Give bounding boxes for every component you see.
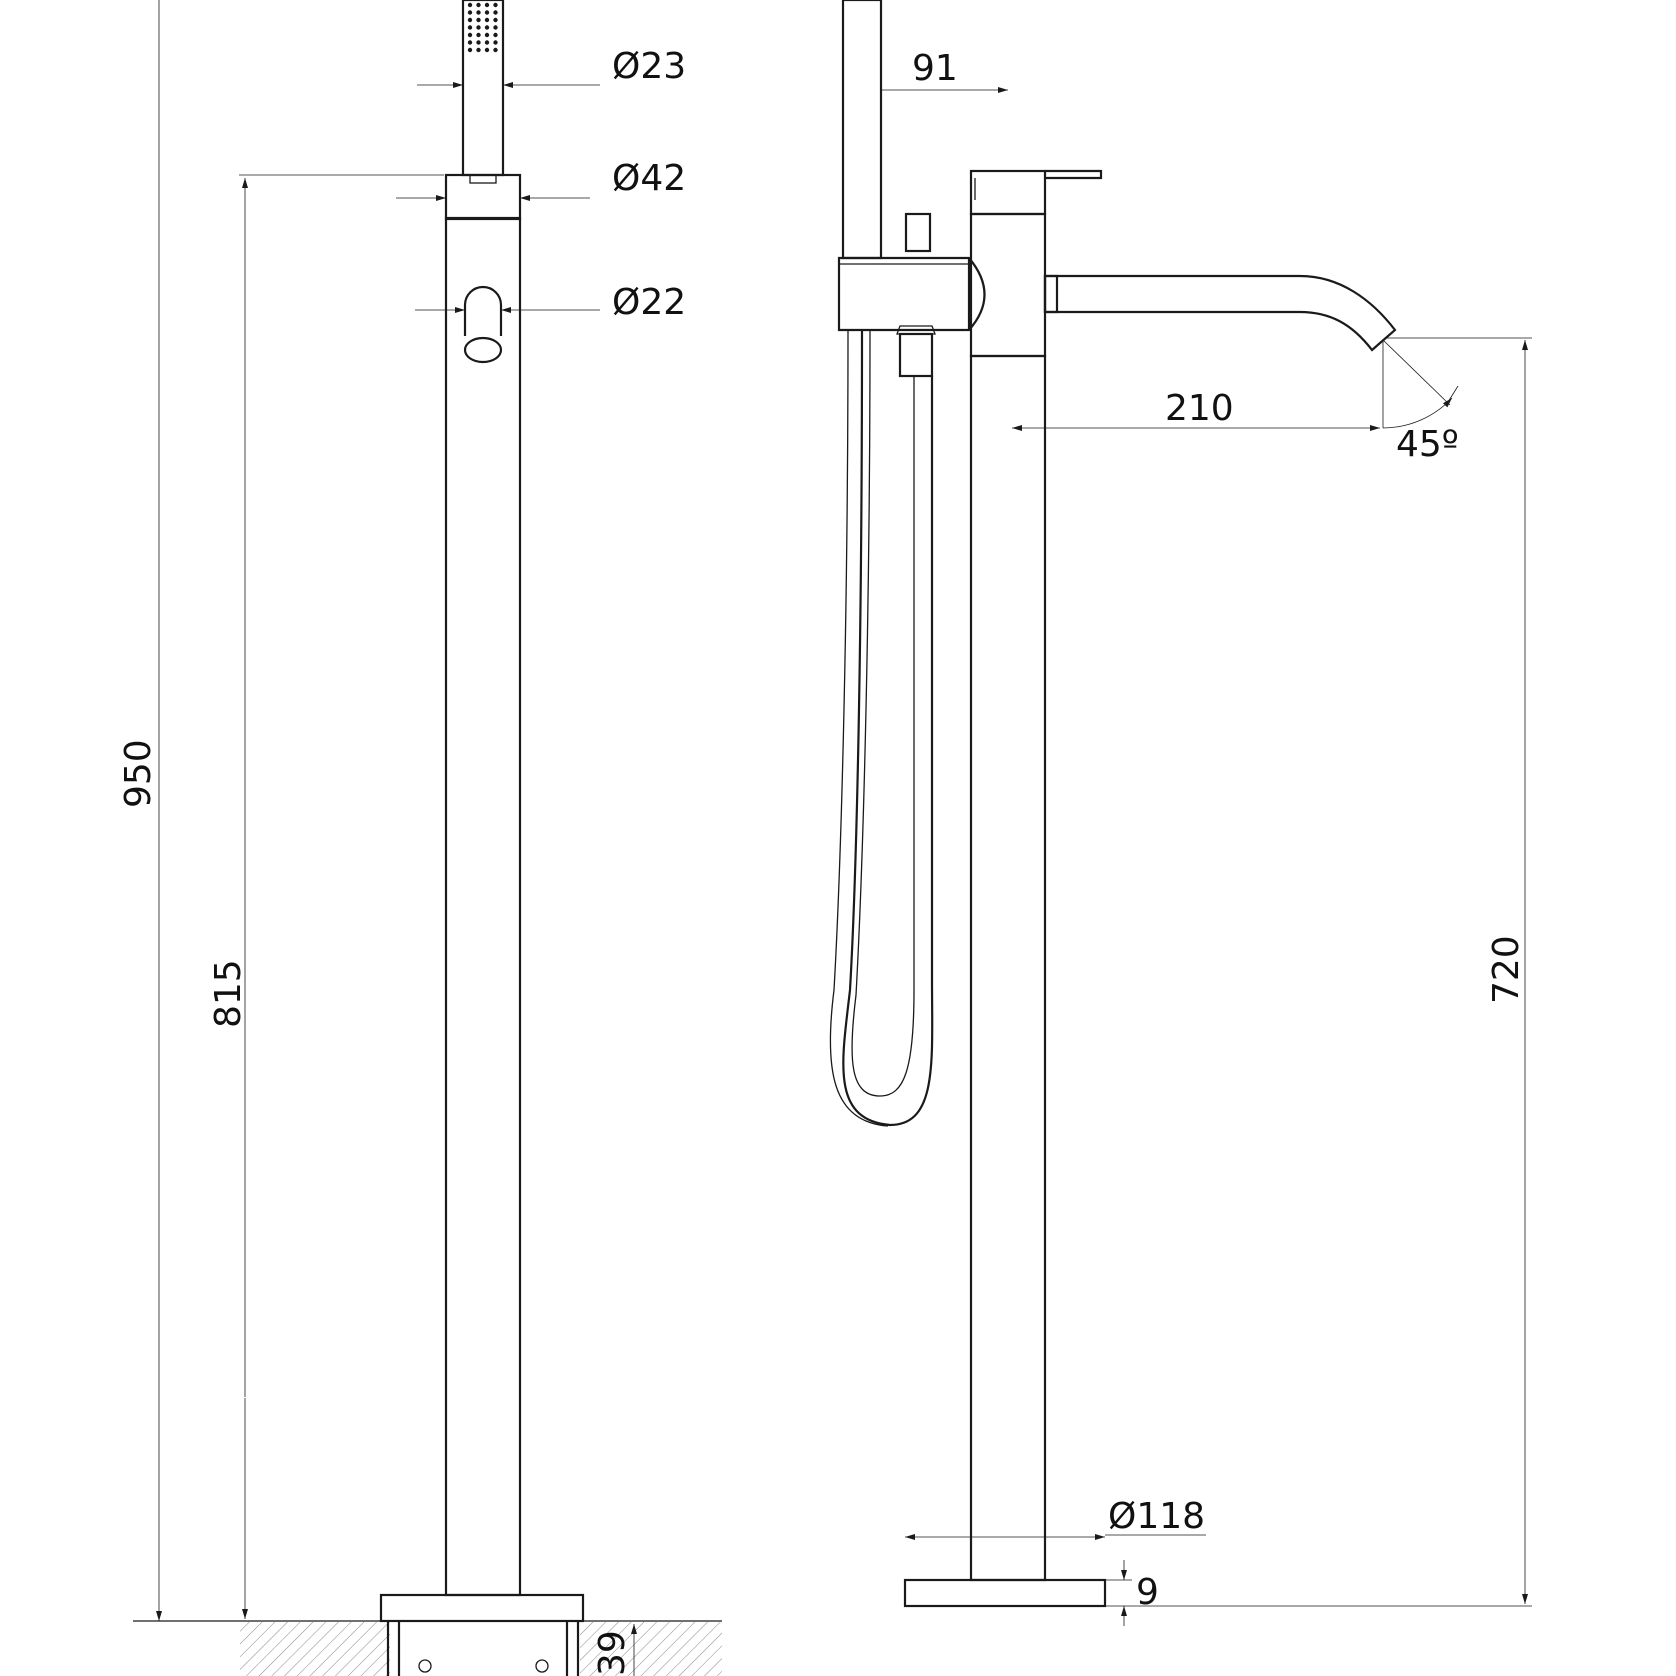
base-plate	[379, 1593, 585, 1623]
dim-base-thickness: 9	[1105, 1560, 1159, 1626]
nozzle-dot	[467, 10, 473, 15]
dim-label: 210	[1165, 388, 1234, 429]
dim-handshower: Ø23	[417, 46, 686, 88]
nozzle-dot	[493, 2, 498, 8]
mixer-cap	[969, 169, 1047, 216]
dim-total-height: 950	[118, 0, 162, 1621]
spout-outlet-ellipse	[463, 336, 503, 364]
handshower	[841, 0, 883, 260]
nozzle-dot	[467, 40, 473, 45]
dim-label: Ø22	[612, 282, 686, 323]
nozzle-dot	[493, 10, 498, 15]
column	[969, 354, 1047, 1582]
base-plate	[903, 1578, 1107, 1608]
nozzle-dot	[476, 32, 481, 38]
nozzle-dot	[493, 40, 498, 45]
dim-column-height: 815	[208, 174, 444, 1619]
nozzle-dot	[493, 47, 498, 53]
nozzle-dot	[493, 17, 498, 23]
nozzle-dot	[476, 10, 481, 15]
spout-outlet	[463, 285, 503, 336]
diverter-button[interactable]	[904, 212, 932, 253]
nozzle-dot	[467, 47, 473, 53]
dim-spout-angle: 45º	[1382, 339, 1459, 465]
handshower-nozzles	[467, 2, 498, 53]
nozzle-dot	[467, 2, 473, 8]
spout-collar	[1043, 274, 1059, 314]
screw-hole	[535, 1659, 549, 1673]
nozzle-dot	[476, 47, 481, 53]
dim-spout-reach: 210	[1012, 388, 1380, 431]
nozzle-dot	[484, 25, 490, 30]
spout	[1043, 274, 1397, 352]
nozzle-dot	[484, 47, 490, 53]
screw-hole	[418, 1659, 432, 1673]
hose-inner	[829, 329, 889, 1127]
nozzle-dot	[476, 40, 481, 45]
nozzle-dot	[484, 10, 490, 15]
nozzle-dot	[476, 2, 481, 8]
dim-label: 950	[118, 739, 159, 808]
dim-label: 9	[1136, 1572, 1159, 1613]
ground-hatch-right	[580, 1622, 722, 1676]
dim-label: 45º	[1396, 424, 1459, 465]
nozzle-dot	[493, 32, 498, 38]
nozzle-dot	[476, 17, 481, 23]
nozzle-dot	[484, 32, 490, 38]
mixer-body	[969, 212, 1047, 358]
nozzle-dot	[484, 40, 490, 45]
dim-label: Ø42	[612, 158, 686, 199]
dim-embed-depth: 39	[592, 1624, 637, 1676]
nozzle-dot	[484, 2, 490, 8]
collar-notch	[469, 174, 497, 184]
dim-label: 39	[592, 1630, 633, 1676]
dim-label: Ø118	[1108, 1496, 1205, 1537]
nozzle-dot	[467, 32, 473, 38]
dim-reach-91: 91	[881, 48, 1008, 93]
dim-spout-outlet: Ø22	[415, 282, 686, 323]
embedded-box	[386, 1622, 580, 1676]
side-view: 91 210 45º 720 Ø118	[829, 0, 1532, 1626]
lever-handle[interactable]	[1045, 169, 1103, 180]
nozzle-dot	[484, 17, 490, 23]
dim-spout-height: 720	[1105, 337, 1532, 1607]
hose-connector	[898, 332, 934, 378]
nozzle-dot	[467, 17, 473, 23]
column	[444, 216, 522, 1597]
dim-base-dia: Ø118	[905, 1496, 1206, 1540]
ground-hatch-left	[240, 1622, 390, 1676]
dim-label: 815	[208, 959, 249, 1028]
front-view: Ø23 Ø42 Ø22 950 815	[118, 0, 722, 1676]
nozzle-dot	[467, 25, 473, 30]
dim-label: 720	[1486, 935, 1527, 1004]
hose-outer	[842, 329, 934, 1127]
dim-collar: Ø42	[396, 158, 686, 201]
holder-block	[837, 256, 986, 332]
dim-label: 91	[912, 48, 958, 89]
collar	[444, 173, 522, 221]
nozzle-dot	[493, 25, 498, 30]
hose-inner-2	[851, 329, 915, 1097]
nozzle-dot	[476, 25, 481, 30]
dim-label: Ø23	[612, 46, 686, 87]
